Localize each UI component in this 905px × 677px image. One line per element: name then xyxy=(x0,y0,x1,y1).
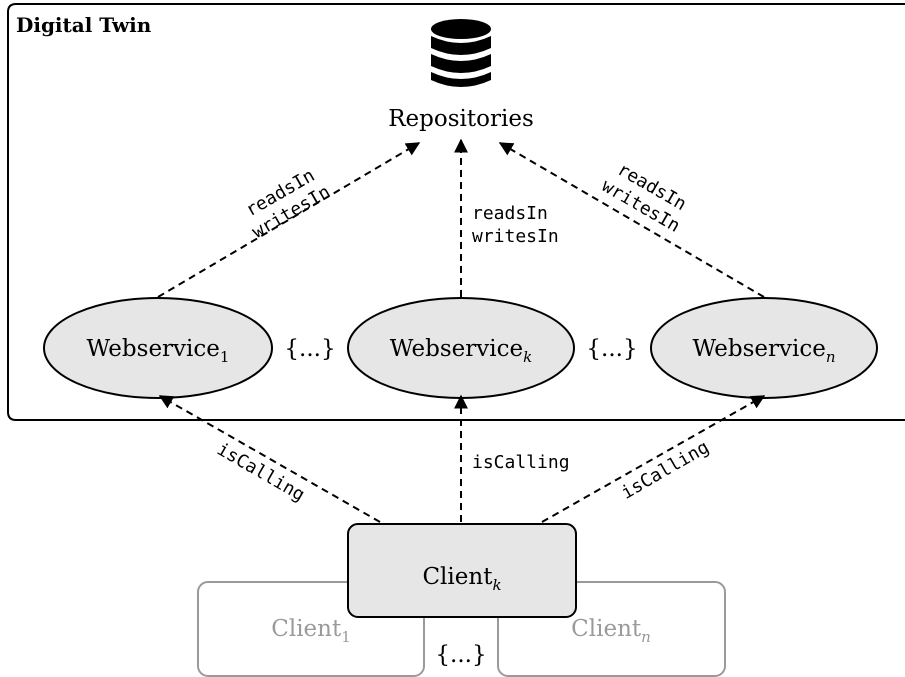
client-k: Clientk xyxy=(347,523,577,618)
svg-text:isCalling: isCalling xyxy=(618,437,713,504)
writes-in-label: writesIn xyxy=(472,226,559,247)
webservice-n-label: Webservice xyxy=(692,336,825,362)
webservice-k: Webservicek xyxy=(347,297,575,399)
is-calling-label-middle: isCalling xyxy=(472,452,570,473)
client-k-subscript: k xyxy=(492,576,501,594)
edge-client-ws1 xyxy=(158,395,381,523)
repositories-label: Repositories xyxy=(388,106,534,132)
client-ellipsis: {...} xyxy=(435,642,486,668)
svg-text:Client1: Client1 xyxy=(271,616,351,646)
reads-writes-edges xyxy=(157,138,765,298)
webservice-1: Webservice1 xyxy=(43,297,273,399)
svg-text:Webservice1: Webservice1 xyxy=(87,336,230,366)
digital-twin-container: Digital Twin xyxy=(7,3,905,421)
svg-text:Webservicek: Webservicek xyxy=(390,336,532,366)
client-n-label: Client xyxy=(571,616,642,642)
edge-label-left: readsIn writesIn xyxy=(242,165,334,243)
is-calling-label-right: isCalling xyxy=(618,437,713,504)
webservice-ellipsis-left: {...} xyxy=(284,336,335,362)
edge-label-middle: readsIn writesIn xyxy=(472,203,559,247)
svg-text:Webservicen: Webservicen xyxy=(692,336,835,366)
edge-ws1-repo xyxy=(157,142,421,298)
client-n-subscript: n xyxy=(641,628,651,646)
container-title: Digital Twin xyxy=(16,13,152,37)
is-calling-edges xyxy=(158,394,766,523)
webservice-k-label: Webservice xyxy=(390,336,523,362)
webservice-1-subscript: 1 xyxy=(220,348,230,366)
client-k-label: Client xyxy=(422,564,493,590)
client-1-label: Client xyxy=(271,616,342,642)
svg-text:Clientn: Clientn xyxy=(571,616,651,646)
svg-text:Clientk: Clientk xyxy=(422,564,501,594)
webservice-ellipsis-right: {...} xyxy=(586,336,637,362)
edge-client-wsn xyxy=(541,395,766,523)
reads-in-label: readsIn xyxy=(472,203,548,224)
webservice-1-label: Webservice xyxy=(87,336,220,362)
client-1-subscript: 1 xyxy=(341,628,351,646)
edge-label-right: readsIn writesIn xyxy=(598,159,690,237)
webservice-n-subscript: n xyxy=(826,348,836,366)
database-icon xyxy=(431,19,491,87)
webservice-n: Webservicen xyxy=(650,297,878,399)
webservice-k-subscript: k xyxy=(523,348,532,366)
edge-wsn-repo xyxy=(498,142,765,298)
